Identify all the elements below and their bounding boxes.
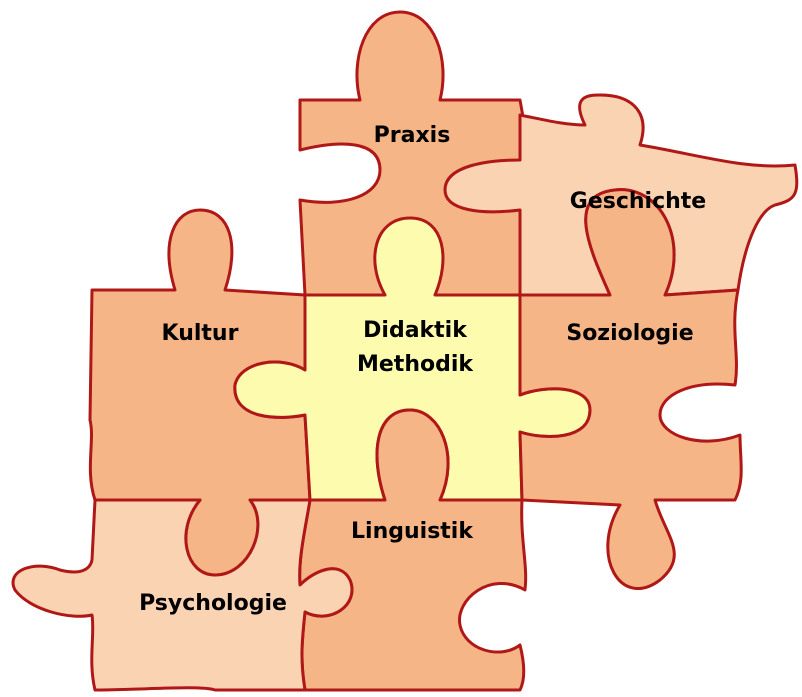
- kultur-label: Kultur: [162, 321, 239, 346]
- psychologie-piece: [11, 498, 354, 692]
- soziologie-piece: [518, 188, 743, 590]
- geschichte-piece: [443, 93, 799, 297]
- soziologie-label: Soziologie: [566, 321, 693, 346]
- linguistik-label: Linguistik: [351, 519, 474, 544]
- psychologie-label: Psychologie: [139, 591, 287, 616]
- didaktik-label-line1: Didaktik: [363, 318, 468, 343]
- praxis-label: Praxis: [374, 123, 451, 148]
- geschichte-label: Geschichte: [570, 189, 706, 214]
- didaktik-label-line2: Methodik: [357, 352, 474, 377]
